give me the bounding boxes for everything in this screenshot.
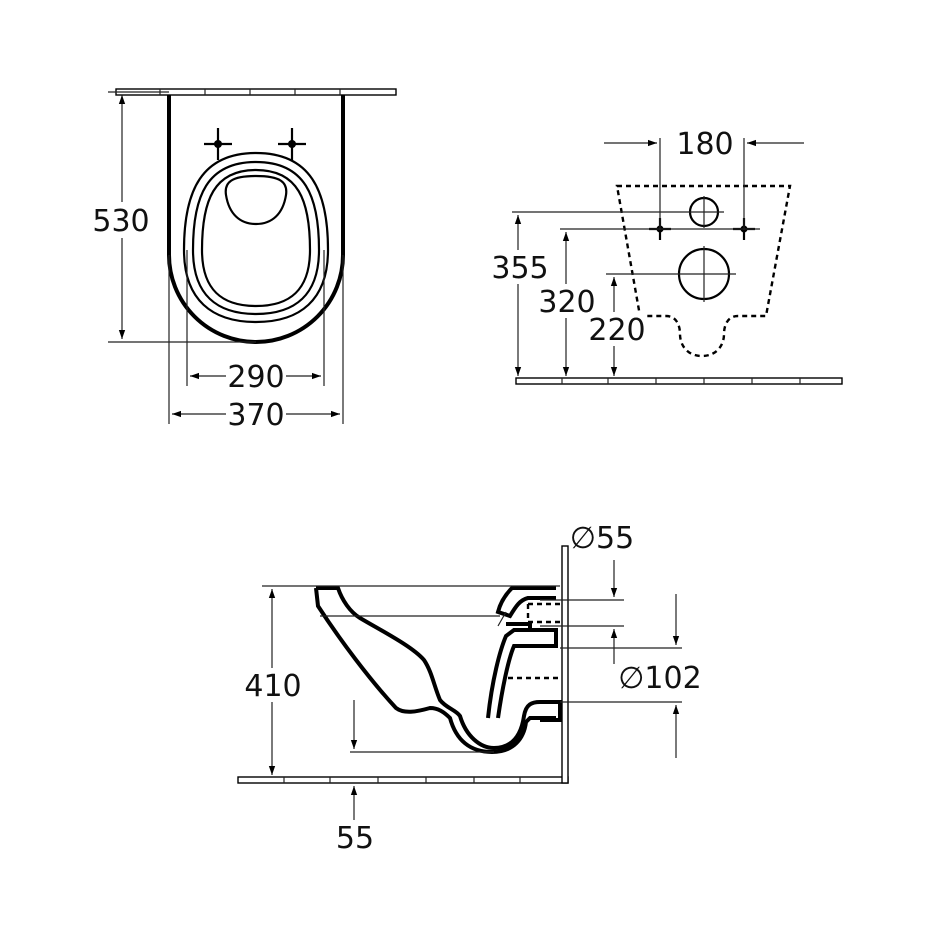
back-view: 180 355 320 220 bbox=[491, 127, 843, 385]
dim-355: 355 bbox=[491, 251, 548, 286]
bowl-back-outline bbox=[615, 184, 792, 358]
dim-410: 410 bbox=[244, 669, 301, 704]
dim-530: 530 bbox=[92, 204, 149, 239]
floor-plate bbox=[515, 377, 843, 385]
dim-220: 220 bbox=[588, 313, 645, 348]
seat-outer-ring bbox=[182, 151, 330, 324]
dim-55-bottom: 55 bbox=[336, 821, 374, 856]
mounting-hole-right-dot bbox=[288, 140, 296, 148]
bowl-side-inner bbox=[314, 587, 556, 755]
side-view: 410 55 ∅55 ∅102 bbox=[237, 521, 702, 856]
dim-inlet-diameter: ∅55 bbox=[570, 521, 634, 556]
dim-370: 370 bbox=[227, 398, 284, 433]
inlet-pipe bbox=[526, 602, 560, 624]
bowl-side-profile bbox=[316, 586, 562, 751]
top-view: 530 290 370 bbox=[92, 88, 397, 433]
rim-opening bbox=[224, 174, 288, 226]
rim-section bbox=[495, 586, 556, 619]
dim-320: 320 bbox=[538, 285, 595, 320]
mounting-hole-left-dot bbox=[214, 140, 222, 148]
seat-inner-ring-1 bbox=[191, 160, 321, 316]
seat-inner-ring-2 bbox=[200, 168, 312, 308]
dim-290: 290 bbox=[227, 360, 284, 395]
dim-180: 180 bbox=[676, 127, 733, 162]
dim-outlet-diameter: ∅102 bbox=[618, 661, 701, 696]
side-floor-plate bbox=[237, 776, 569, 784]
trap-wall bbox=[486, 628, 558, 719]
side-wall-plate bbox=[561, 545, 569, 784]
